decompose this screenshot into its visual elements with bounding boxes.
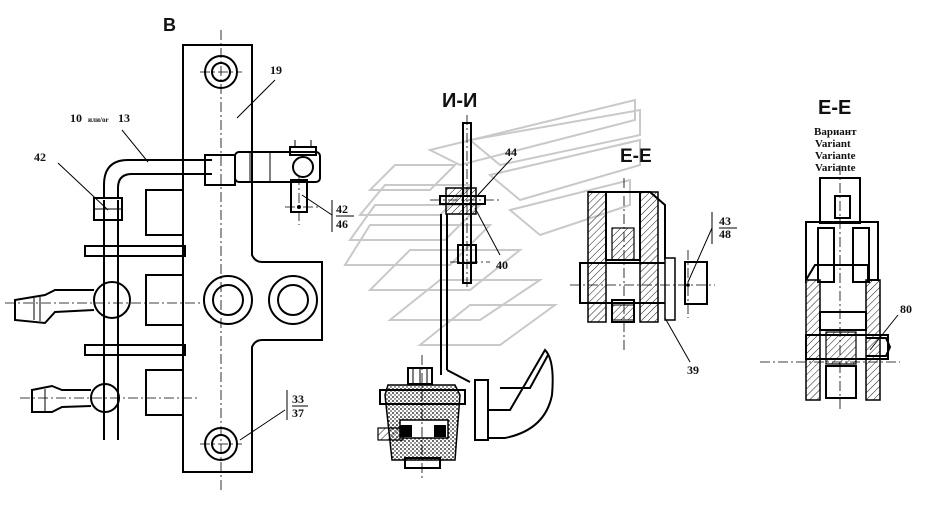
view-label-v: В [163,15,176,35]
view-ii [377,115,554,480]
view-label-ii: И-И [442,90,477,112]
view-label-ee-variant: Е-Е [818,97,851,119]
variant-note: Вариант Variant Variante Variante [814,126,857,174]
view-label-ee-middle: Е-Е [620,146,652,167]
svg-text:Variante: Variante [815,162,856,174]
callout-37: 37 [292,406,304,420]
callout-43: 43 [719,214,731,228]
view-titles: В И-И Е-Е Е-Е [163,15,851,167]
callout-48: 48 [719,227,731,241]
watermark-logo [343,98,641,346]
callout-42-right: 42 [336,202,348,216]
svg-text:Вариант: Вариант [814,126,857,138]
callout-10: 10 [70,111,82,125]
callout-44: 44 [505,145,517,159]
view-ee-middle [570,178,715,363]
view-ee-variant [760,165,900,410]
callout-13: 13 [118,111,130,125]
callout-80: 80 [900,302,912,316]
svg-text:Variant: Variant [815,138,851,150]
callout-42-left: 42 [34,150,46,164]
svg-text:Variante: Variante [815,150,856,162]
callout-10-subscript: или/or [88,116,109,124]
callout-19: 19 [270,63,282,77]
callout-33: 33 [292,392,304,406]
callout-40: 40 [496,258,508,272]
view-v [5,30,333,490]
callout-46: 46 [336,217,348,231]
callout-labels: 19 10 или/or 13 42 42 46 33 37 44 40 43 … [34,63,912,420]
callout-39: 39 [687,363,699,377]
